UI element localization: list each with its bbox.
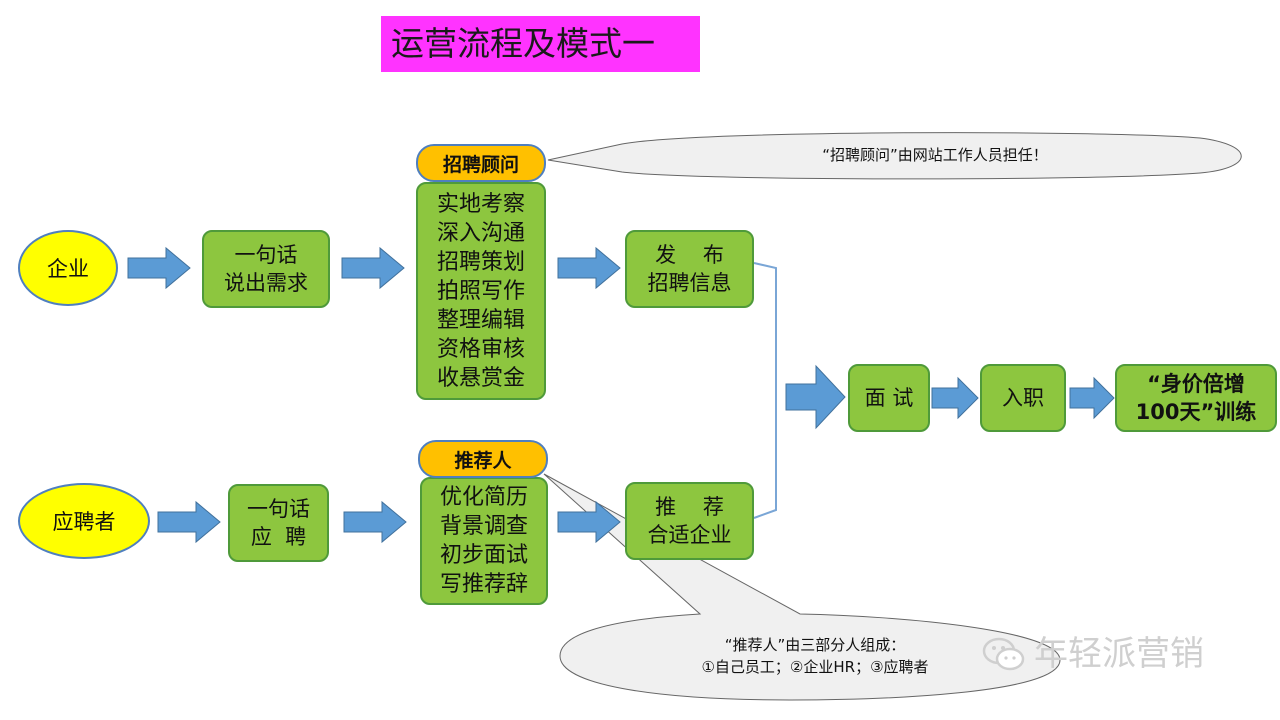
arrow-onboard-to-training <box>1069 376 1115 420</box>
recommend-line-2: 合适企业 <box>647 523 732 547</box>
enterprise-step-box: 一句话 说出需求 <box>202 230 330 308</box>
consultant-task: 实地考察 <box>436 191 525 217</box>
consultant-task: 招聘策划 <box>436 249 525 275</box>
recommend-box: 推 荐 合适企业 <box>625 482 754 560</box>
referrer-note-line-2: ①自己员工；②企业HR；③应聘者 <box>701 658 929 676</box>
referrer-task: 初步面试 <box>439 543 528 568</box>
arrow-step-to-consultant <box>341 246 405 290</box>
referrer-tasks-box: 优化简历 背景调查 初步面试 写推荐辞 <box>420 477 548 605</box>
arrow-enterprise-to-step <box>127 246 191 290</box>
arrow-consultant-to-publish <box>557 246 621 290</box>
onboard-label: 入职 <box>1002 386 1044 410</box>
consultant-callout-bubble <box>547 132 1242 180</box>
recommend-line-1: 推 荐 <box>655 495 724 519</box>
page-title: 运营流程及模式一 <box>381 16 700 72</box>
interview-box: 面 试 <box>848 364 930 432</box>
enterprise-step-line-1: 一句话 <box>234 243 298 267</box>
watermark-text: 年轻派营销 <box>1034 634 1204 674</box>
arrow-interview-to-onboard <box>931 376 979 420</box>
consultant-task: 收悬赏金 <box>436 365 525 391</box>
applicant-step-line-2: 应 聘 <box>250 525 307 549</box>
arrow-referrer-to-recommend <box>557 500 621 544</box>
training-line-1: “身价倍增 <box>1147 372 1245 396</box>
referrer-task: 优化简历 <box>439 485 528 510</box>
referrer-task: 写推荐辞 <box>439 572 528 597</box>
publish-line-1: 发 布 <box>655 243 724 267</box>
consultant-tag: 招聘顾问 <box>416 144 546 182</box>
consultant-tasks-box: 实地考察 深入沟通 招聘策划 拍照写作 整理编辑 资格审核 收悬赏金 <box>416 182 546 400</box>
applicant-step-box: 一句话 应 聘 <box>228 484 329 562</box>
join-line-top <box>753 262 777 395</box>
arrow-applicant-to-step <box>157 500 221 544</box>
join-line-bottom <box>753 395 777 519</box>
consultant-task: 深入沟通 <box>436 220 525 246</box>
referrer-callout-bubble <box>543 473 1061 701</box>
publish-box: 发 布 招聘信息 <box>625 230 754 308</box>
referrer-note-line-1: “推荐人”由三部分人组成： <box>724 636 906 654</box>
interview-label: 面 试 <box>864 386 914 410</box>
applicant-node: 应聘者 <box>18 483 150 559</box>
referrer-task: 背景调查 <box>439 514 528 539</box>
chat-bubbles-icon <box>982 637 1025 671</box>
enterprise-node: 企业 <box>18 230 118 306</box>
enterprise-step-line-2: 说出需求 <box>224 271 308 295</box>
publish-line-2: 招聘信息 <box>647 271 732 295</box>
consultant-task: 拍照写作 <box>436 278 525 304</box>
applicant-step-line-1: 一句话 <box>247 497 310 521</box>
arrow-step-to-referrer <box>343 500 407 544</box>
referrer-tag: 推荐人 <box>418 440 548 478</box>
onboard-box: 入职 <box>980 364 1066 432</box>
consultant-task: 资格审核 <box>436 336 525 362</box>
training-line-2: 100天”训练 <box>1135 400 1257 424</box>
training-box: “身价倍增 100天”训练 <box>1115 364 1277 432</box>
consultant-note: “招聘顾问”由网站工作人员担任！ <box>822 146 1048 164</box>
arrow-join-to-interview <box>785 364 846 430</box>
consultant-task: 整理编辑 <box>436 307 525 333</box>
